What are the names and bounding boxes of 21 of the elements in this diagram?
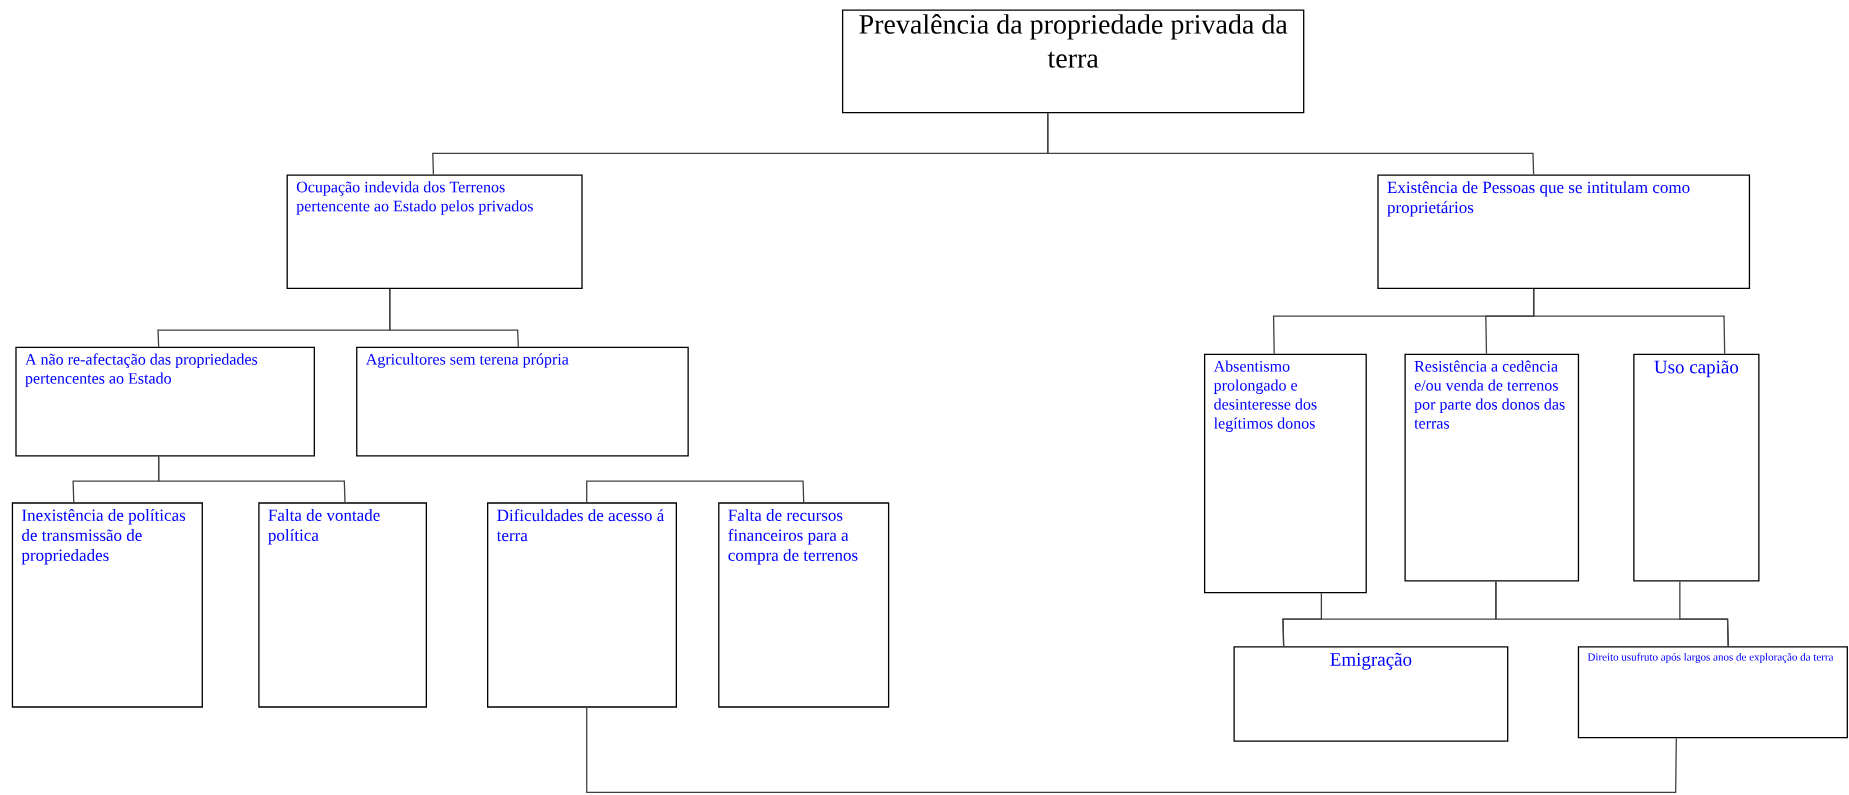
text-box: Absentismo prolongado e desinteresse dos legítimos donos <box>1204 353 1367 594</box>
text-box: A não re-afectação das propriedades pertencentes ao Estado <box>15 346 315 457</box>
connector-line <box>389 288 519 348</box>
text-box: Falta de vontade política <box>258 502 427 708</box>
text-box: Falta de recursos financeiros para a compra de terrenos <box>718 502 890 708</box>
text-box: Existência de Pessoas que se intitulam como proprietários <box>1377 174 1751 289</box>
connector-line <box>586 707 1677 794</box>
text-box: Ocupação indevida dos Terrenos pertencente ao Estado pelos privados <box>286 174 583 289</box>
text-box: Resistência a cedência e/ou venda de terrenos por parte dos donos das terras <box>1404 353 1580 582</box>
connector-line <box>1047 112 1535 176</box>
text-box: Inexistência de políticas de transmissão de propriedades <box>11 502 203 708</box>
connector-line <box>1533 288 1726 355</box>
text-box: Uso capião <box>1633 353 1760 582</box>
text-box: Agricultores sem terena própria <box>356 346 689 457</box>
connector-line <box>1679 580 1729 647</box>
connector-line <box>158 455 346 503</box>
connector-line <box>586 480 805 503</box>
text-box: Direito usufruto após largos anos de exploração da terra <box>1577 646 1848 739</box>
text-box: Emigração <box>1233 646 1509 742</box>
title-box: Prevalência da propriedade privada da terra <box>841 9 1305 114</box>
text-box: Dificuldades de acesso á terra <box>487 502 677 708</box>
